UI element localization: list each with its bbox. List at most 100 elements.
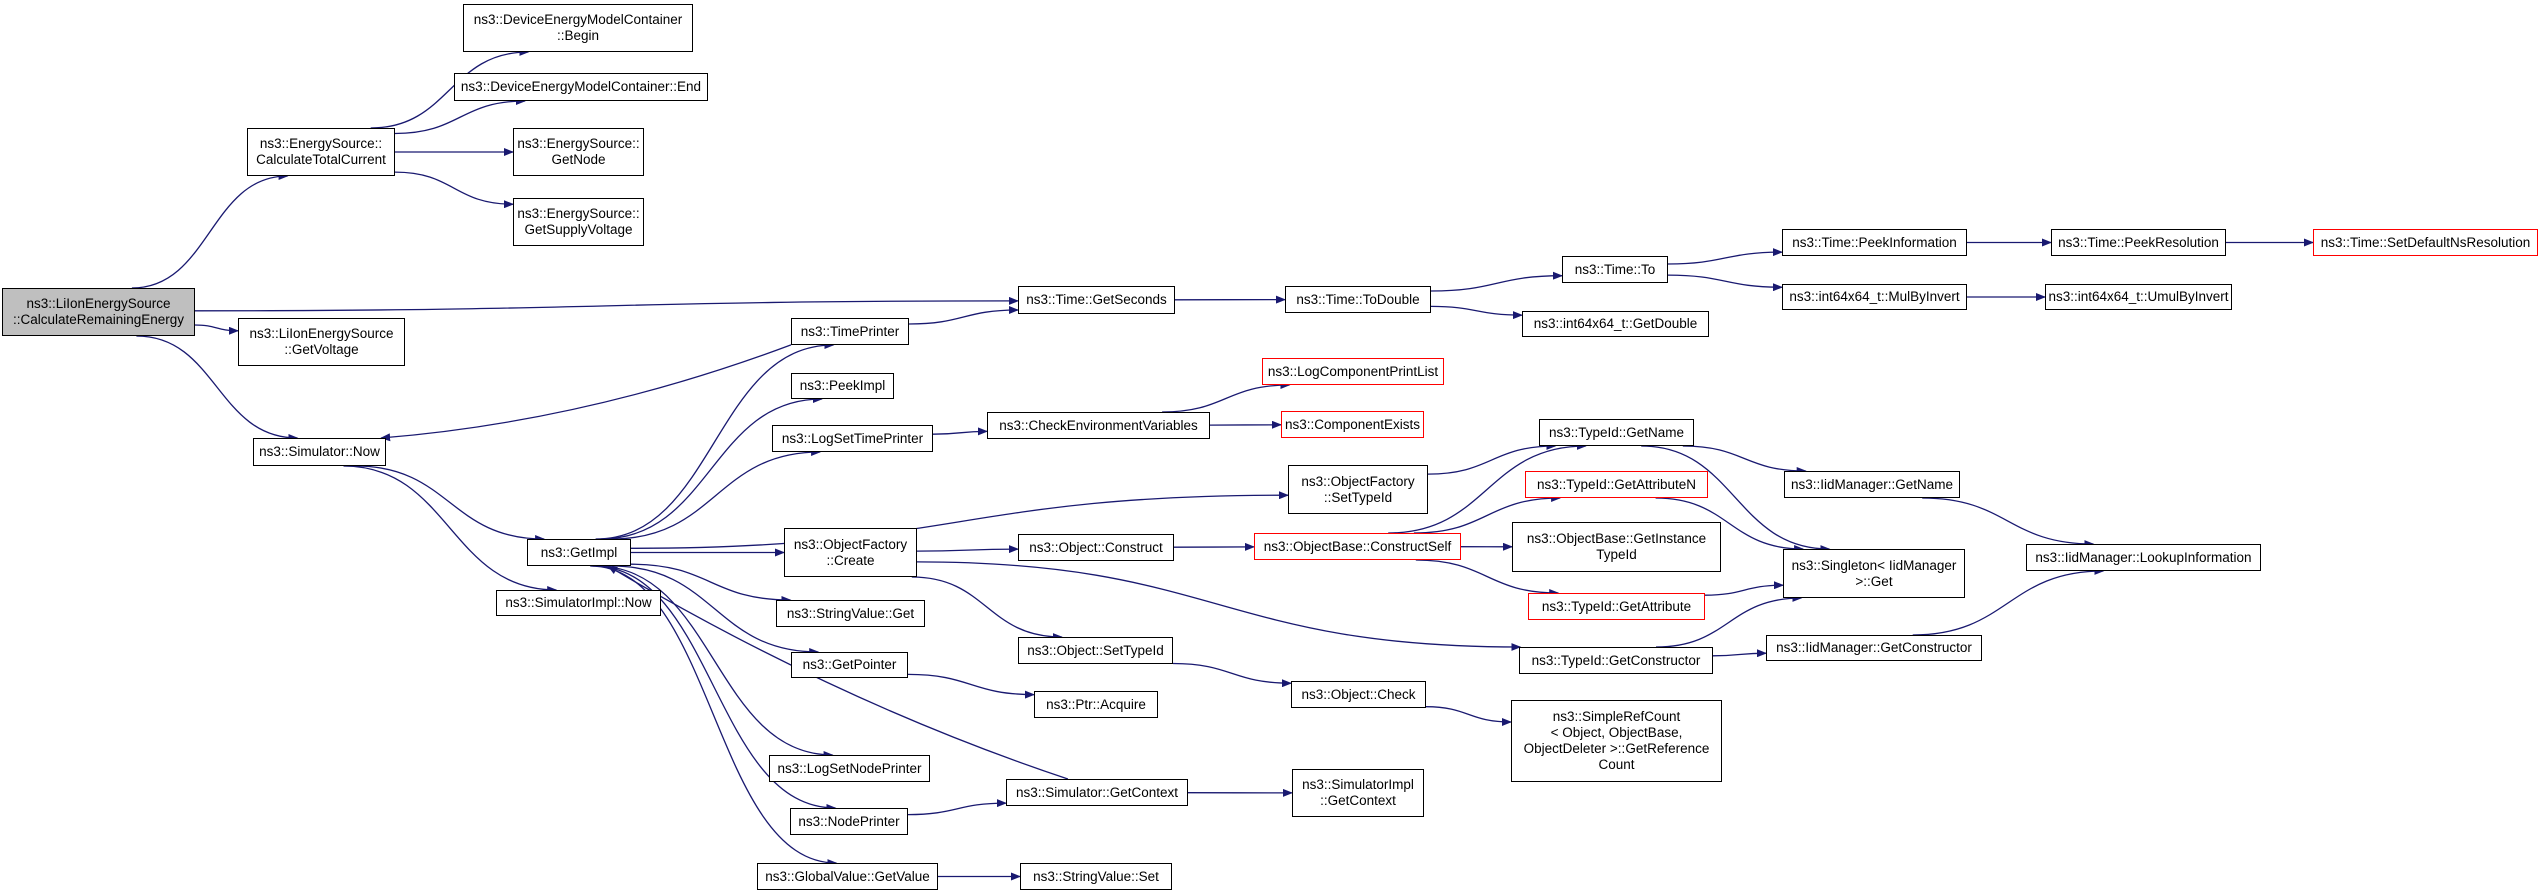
- node-energysource-calculate-total-current[interactable]: ns3::EnergySource:: CalculateTotalCurren…: [247, 128, 395, 176]
- node-label: ns3::Time::ToDouble: [1296, 291, 1420, 307]
- node-globalvalue-get-value[interactable]: ns3::GlobalValue::GetValue: [757, 863, 938, 890]
- node-typeid-get-name[interactable]: ns3::TypeId::GetName: [1539, 419, 1694, 446]
- node-label: ns3::Ptr::Acquire: [1046, 696, 1146, 712]
- node-time-get-seconds[interactable]: ns3::Time::GetSeconds: [1018, 286, 1175, 314]
- node-log-set-time-printer[interactable]: ns3::LogSetTimePrinter: [772, 425, 933, 452]
- node-label: ns3::StringValue::Get: [786, 605, 915, 621]
- node-time-peek-information[interactable]: ns3::Time::PeekInformation: [1782, 229, 1967, 256]
- node-simulatorimpl-now[interactable]: ns3::SimulatorImpl::Now: [496, 590, 661, 616]
- node-label: ns3::SimulatorImpl ::GetContext: [1302, 777, 1414, 808]
- edge-n0-to-n8: [194, 296, 1019, 312]
- node-simulator-get-context[interactable]: ns3::Simulator::GetContext: [1006, 779, 1188, 806]
- node-label: ns3::GetImpl: [540, 544, 618, 560]
- node-energysource-get-node[interactable]: ns3::EnergySource:: GetNode: [513, 128, 644, 176]
- edge-n9-to-n17: [595, 565, 834, 759]
- node-typeid-get-attribute[interactable]: ns3::TypeId::GetAttribute: [1528, 593, 1705, 620]
- edge-n9-to-n15: [630, 563, 792, 604]
- node-label: ns3::GlobalValue::GetValue: [765, 868, 930, 884]
- node-log-component-print-list[interactable]: ns3::LogComponentPrintList: [1262, 358, 1444, 385]
- node-lilon-get-voltage[interactable]: ns3::LiIonEnergySource ::GetVoltage: [238, 318, 405, 366]
- node-check-environment-variables[interactable]: ns3::CheckEnvironmentVariables: [987, 412, 1210, 439]
- node-label: ns3::ComponentExists: [1284, 416, 1421, 432]
- node-label: ns3::Time::GetSeconds: [1026, 292, 1167, 307]
- node-object-set-typeid[interactable]: ns3::Object::SetTypeId: [1018, 637, 1173, 664]
- node-energysource-get-supply-voltage[interactable]: ns3::EnergySource:: GetSupplyVoltage: [513, 198, 644, 246]
- node-time-to-double[interactable]: ns3::Time::ToDouble: [1285, 286, 1431, 313]
- node-label: ns3::ObjectFactory ::Create: [793, 536, 908, 568]
- node-component-exists[interactable]: ns3::ComponentExists: [1281, 411, 1424, 438]
- node-get-pointer[interactable]: ns3::GetPointer: [791, 652, 908, 678]
- node-objectfactory-set-typeid[interactable]: ns3::ObjectFactory ::SetTypeId: [1288, 465, 1428, 514]
- node-log-set-node-printer[interactable]: ns3::LogSetNodePrinter: [769, 755, 930, 782]
- edge-n28-to-n36: [1667, 274, 1783, 292]
- edge-n24-to-n33: [1172, 662, 1292, 688]
- node-label: ns3::LogComponentPrintList: [1267, 363, 1439, 379]
- node-object-construct[interactable]: ns3::Object::Construct: [1018, 534, 1174, 561]
- node-time-to[interactable]: ns3::Time::To: [1562, 256, 1668, 283]
- node-iidmanager-lookup-information[interactable]: ns3::IidManager::LookupInformation: [2026, 544, 2261, 571]
- node-label: ns3::EnergySource:: CalculateTotalCurren…: [256, 136, 386, 167]
- node-label: ns3::Object::Check: [1301, 686, 1416, 702]
- node-simulatorimpl-get-context[interactable]: ns3::SimulatorImpl ::GetContext: [1292, 769, 1424, 817]
- node-peek-impl[interactable]: ns3::PeekImpl: [791, 373, 894, 399]
- node-typeid-get-attribute-n[interactable]: ns3::TypeId::GetAttributeN: [1525, 471, 1708, 498]
- node-time-printer[interactable]: ns3::TimePrinter: [791, 318, 909, 345]
- node-simulator-now[interactable]: ns3::Simulator::Now: [253, 438, 386, 466]
- edge-n38-to-n46: [1655, 497, 1805, 553]
- edge-n22-to-n37: [1427, 442, 1557, 475]
- node-devicecontainer-begin[interactable]: ns3::DeviceEnergyModelContainer ::Begin: [463, 4, 693, 52]
- node-label: ns3::TypeId::GetName: [1548, 424, 1685, 440]
- node-int64x64-get-double[interactable]: ns3::int64x64_t::GetDouble: [1522, 311, 1709, 337]
- edge-n9-to-n18: [592, 565, 837, 812]
- node-label: ns3::Simulator::Now: [259, 444, 380, 459]
- node-label: ns3::TypeId::GetAttribute: [1541, 598, 1692, 614]
- node-label: ns3::int64x64_t::MulByInvert: [1789, 289, 1960, 304]
- edge-n32-to-n38: [1413, 494, 1562, 534]
- node-time-peek-resolution[interactable]: ns3::Time::PeekResolution: [2051, 229, 2226, 256]
- node-int64x64-umul-by-invert[interactable]: ns3::int64x64_t::UmulByInvert: [2045, 284, 2232, 310]
- node-time-set-default-ns-resolution[interactable]: ns3::Time::SetDefaultNsResolution: [2313, 229, 2538, 256]
- node-get-impl[interactable]: ns3::GetImpl: [527, 539, 631, 566]
- node-label: ns3::ObjectFactory ::SetTypeId: [1301, 473, 1415, 505]
- node-lilon-calculate-remaining-energy: ns3::LiIonEnergySource ::CalculateRemain…: [2, 288, 195, 336]
- node-stringvalue-get[interactable]: ns3::StringValue::Get: [776, 600, 925, 627]
- edge-n0-to-n2: [194, 324, 239, 335]
- edge-n9-to-n16: [611, 565, 820, 656]
- node-label: ns3::PeekImpl: [799, 378, 886, 393]
- node-int64x64-mul-by-invert[interactable]: ns3::int64x64_t::MulByInvert: [1782, 284, 1967, 310]
- node-label: ns3::TypeId::GetConstructor: [1531, 652, 1701, 668]
- node-label: ns3::Time::PeekResolution: [2058, 234, 2219, 250]
- edge-n3-to-n9: [355, 465, 546, 543]
- node-iidmanager-get-constructor[interactable]: ns3::IidManager::GetConstructor: [1766, 635, 1982, 661]
- node-label: ns3::TimePrinter: [800, 323, 900, 339]
- edge-n11-to-n3: [380, 344, 792, 442]
- node-objectfactory-create[interactable]: ns3::ObjectFactory ::Create: [784, 528, 917, 577]
- node-stringvalue-set[interactable]: ns3::StringValue::Set: [1020, 863, 1172, 890]
- edge-n3-to-n10: [343, 465, 558, 594]
- node-objectbase-construct-self[interactable]: ns3::ObjectBase::ConstructSelf: [1254, 533, 1461, 560]
- node-label: ns3::EnergySource:: GetSupplyVoltage: [517, 206, 640, 237]
- node-label: ns3::LiIonEnergySource ::GetVoltage: [249, 326, 394, 357]
- node-devicecontainer-end[interactable]: ns3::DeviceEnergyModelContainer::End: [454, 73, 708, 101]
- edge-n9-to-n22: [630, 491, 1289, 549]
- node-singleton-iidmanager-get[interactable]: ns3::Singleton< IidManager >::Get: [1783, 549, 1965, 598]
- node-label: ns3::StringValue::Set: [1033, 868, 1159, 884]
- node-label: ns3::ObjectBase::ConstructSelf: [1263, 538, 1452, 554]
- node-object-check[interactable]: ns3::Object::Check: [1291, 681, 1426, 708]
- edge-n41-to-n47: [1712, 649, 1767, 658]
- node-label: ns3::LogSetNodePrinter: [777, 760, 922, 776]
- node-iidmanager-get-name[interactable]: ns3::IidManager::GetName: [1784, 471, 1960, 498]
- node-objectbase-get-instance-typeid[interactable]: ns3::ObjectBase::GetInstance TypeId: [1512, 522, 1721, 572]
- node-ptr-acquire[interactable]: ns3::Ptr::Acquire: [1034, 691, 1158, 718]
- edge-n20-to-n29: [1430, 305, 1523, 320]
- edge-n18-to-n26: [907, 799, 1007, 816]
- node-label: ns3::Singleton< IidManager >::Get: [1791, 557, 1957, 589]
- node-simplerefcount-get-reference-count[interactable]: ns3::SimpleRefCount < Object, ObjectBase…: [1511, 700, 1722, 782]
- edge-n16-to-n25: [907, 673, 1035, 699]
- edge-n9-to-n11: [595, 341, 835, 540]
- node-typeid-get-constructor[interactable]: ns3::TypeId::GetConstructor: [1519, 647, 1713, 674]
- node-node-printer[interactable]: ns3::NodePrinter: [790, 808, 908, 835]
- edge-n33-to-n42: [1425, 706, 1512, 726]
- edge-n45-to-n49: [1922, 497, 2095, 548]
- edge-n21-to-n30: [1162, 381, 1291, 413]
